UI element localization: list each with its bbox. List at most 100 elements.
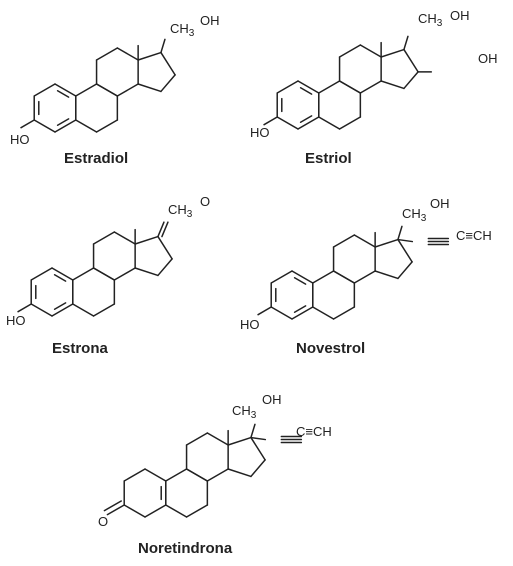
ring-b-bond (318, 116, 341, 130)
ring-d-bond (160, 51, 176, 76)
ring-c-bond (92, 231, 116, 245)
ring-b-bond (185, 504, 209, 518)
ring-c-bond (338, 44, 362, 58)
ring-c-bond (353, 270, 376, 284)
ring-a-bond (270, 270, 293, 284)
estradiol-17-hydroxyl-label: OH (200, 13, 220, 28)
ring-a-bond (297, 116, 320, 130)
ring-c-bond (95, 83, 119, 97)
ring-b-bond (318, 80, 341, 94)
compound-name-novestrol: Novestrol (296, 340, 365, 357)
carbonyl-bond (106, 504, 125, 516)
ring-d-bond (397, 261, 413, 280)
aromatic-inner-bond (53, 302, 67, 310)
novestrol-17-hydroxyl-label: OH (430, 196, 450, 211)
novestrol-methyl-label: CH3 (402, 206, 427, 224)
ring-b-bond (312, 270, 335, 284)
ring-a-bond (51, 303, 74, 317)
ring-a-bond (51, 267, 74, 281)
structure-estrona (17, 221, 173, 317)
ring-b-bond (75, 119, 98, 133)
hydroxyl-bond (257, 306, 272, 316)
estradiol-methyl-label: CH3 (170, 21, 195, 39)
ring-a-bond (33, 83, 56, 97)
ring-c-bond (338, 80, 362, 94)
ethynyl-bond (250, 436, 267, 441)
carbonyl-bond (103, 500, 122, 512)
ring-d-bond (227, 468, 252, 478)
hydroxyl-bond (403, 35, 409, 51)
ring-c-bond (185, 432, 209, 446)
ring-d-bond (380, 80, 405, 90)
ring-a-bond (297, 80, 320, 94)
aromatic-inner-bond (293, 305, 307, 313)
ring-d-bond (134, 267, 159, 277)
novestrol-3-hydroxyl-label: HO (240, 317, 260, 332)
estriol-3-hydroxyl-label: HO (250, 125, 270, 140)
noretindrona-17-hydroxyl-label: OH (262, 392, 282, 407)
aromatic-inner-bond (293, 277, 307, 285)
hydroxyl-bond (397, 225, 403, 241)
compound-name-estradiol: Estradiol (64, 150, 128, 167)
ring-b-bond (165, 468, 188, 482)
ring-a-bond (30, 267, 53, 281)
ring-c-bond (206, 432, 229, 446)
ring-d-bond (157, 258, 173, 277)
novestrol-ethynyl-label: C≡CH (456, 228, 492, 243)
hydroxyl-bond (17, 303, 32, 313)
ring-d-bond (134, 235, 159, 245)
ring-d-bond (380, 48, 405, 58)
ring-a-bond (144, 468, 167, 482)
ring-a-bond (123, 504, 146, 518)
aromatic-inner-bond (299, 115, 313, 123)
ring-a-bond (54, 83, 77, 97)
ring-c-bond (332, 234, 356, 248)
ring-d-bond (157, 235, 173, 260)
ring-b-bond (338, 116, 362, 130)
hydroxyl-bond (250, 423, 256, 439)
ethynyl-bond (397, 238, 414, 243)
ring-d-bond (250, 459, 266, 478)
ring-a-bond (291, 270, 314, 284)
ring-c-bond (113, 231, 136, 245)
ring-a-bond (54, 119, 77, 133)
aromatic-inner-bond (56, 90, 70, 98)
ring-d-bond (160, 74, 176, 93)
noretindrona-ethynyl-label: C≡CH (296, 424, 332, 439)
ring-a-bond (30, 303, 53, 317)
aromatic-inner-bond (56, 118, 70, 126)
estrona-oxo-label: O (200, 194, 210, 209)
ring-b-bond (312, 306, 335, 320)
ring-c-bond (113, 267, 136, 281)
ring-c-bond (185, 468, 209, 482)
ring-d-bond (137, 51, 162, 61)
compound-name-noretindrona: Noretindrona (138, 540, 233, 557)
compound-name-estrona: Estrona (52, 340, 109, 357)
ring-d-bond (403, 71, 419, 90)
estrona-methyl-label: CH3 (168, 202, 193, 220)
ring-b-bond (92, 303, 116, 317)
ring-c-bond (116, 47, 139, 61)
ring-a-bond (291, 306, 314, 320)
noretindrona-3-oxo-label: O (98, 514, 108, 529)
structure-estriol (263, 35, 433, 130)
estradiol-3-hydroxyl-label: HO (10, 132, 30, 147)
structure-noretindrona (103, 423, 303, 518)
estriol-17-hydroxyl-label: OH (450, 8, 470, 23)
ring-b-bond (332, 306, 356, 320)
ring-a-bond (123, 468, 146, 482)
ring-c-bond (359, 80, 382, 94)
ring-b-bond (165, 504, 188, 518)
ring-c-bond (92, 267, 116, 281)
aromatic-inner-bond (53, 274, 67, 282)
ring-c-bond (353, 234, 376, 248)
aromatic-inner-bond (299, 87, 313, 95)
ring-a-bond (33, 119, 56, 133)
ring-b-bond (95, 119, 119, 133)
ring-c-bond (116, 83, 139, 97)
ring-d-bond (374, 270, 399, 280)
ring-a-bond (276, 80, 299, 94)
estriol-16-hydroxyl-label: OH (478, 51, 498, 66)
estriol-methyl-label: CH3 (418, 11, 443, 29)
